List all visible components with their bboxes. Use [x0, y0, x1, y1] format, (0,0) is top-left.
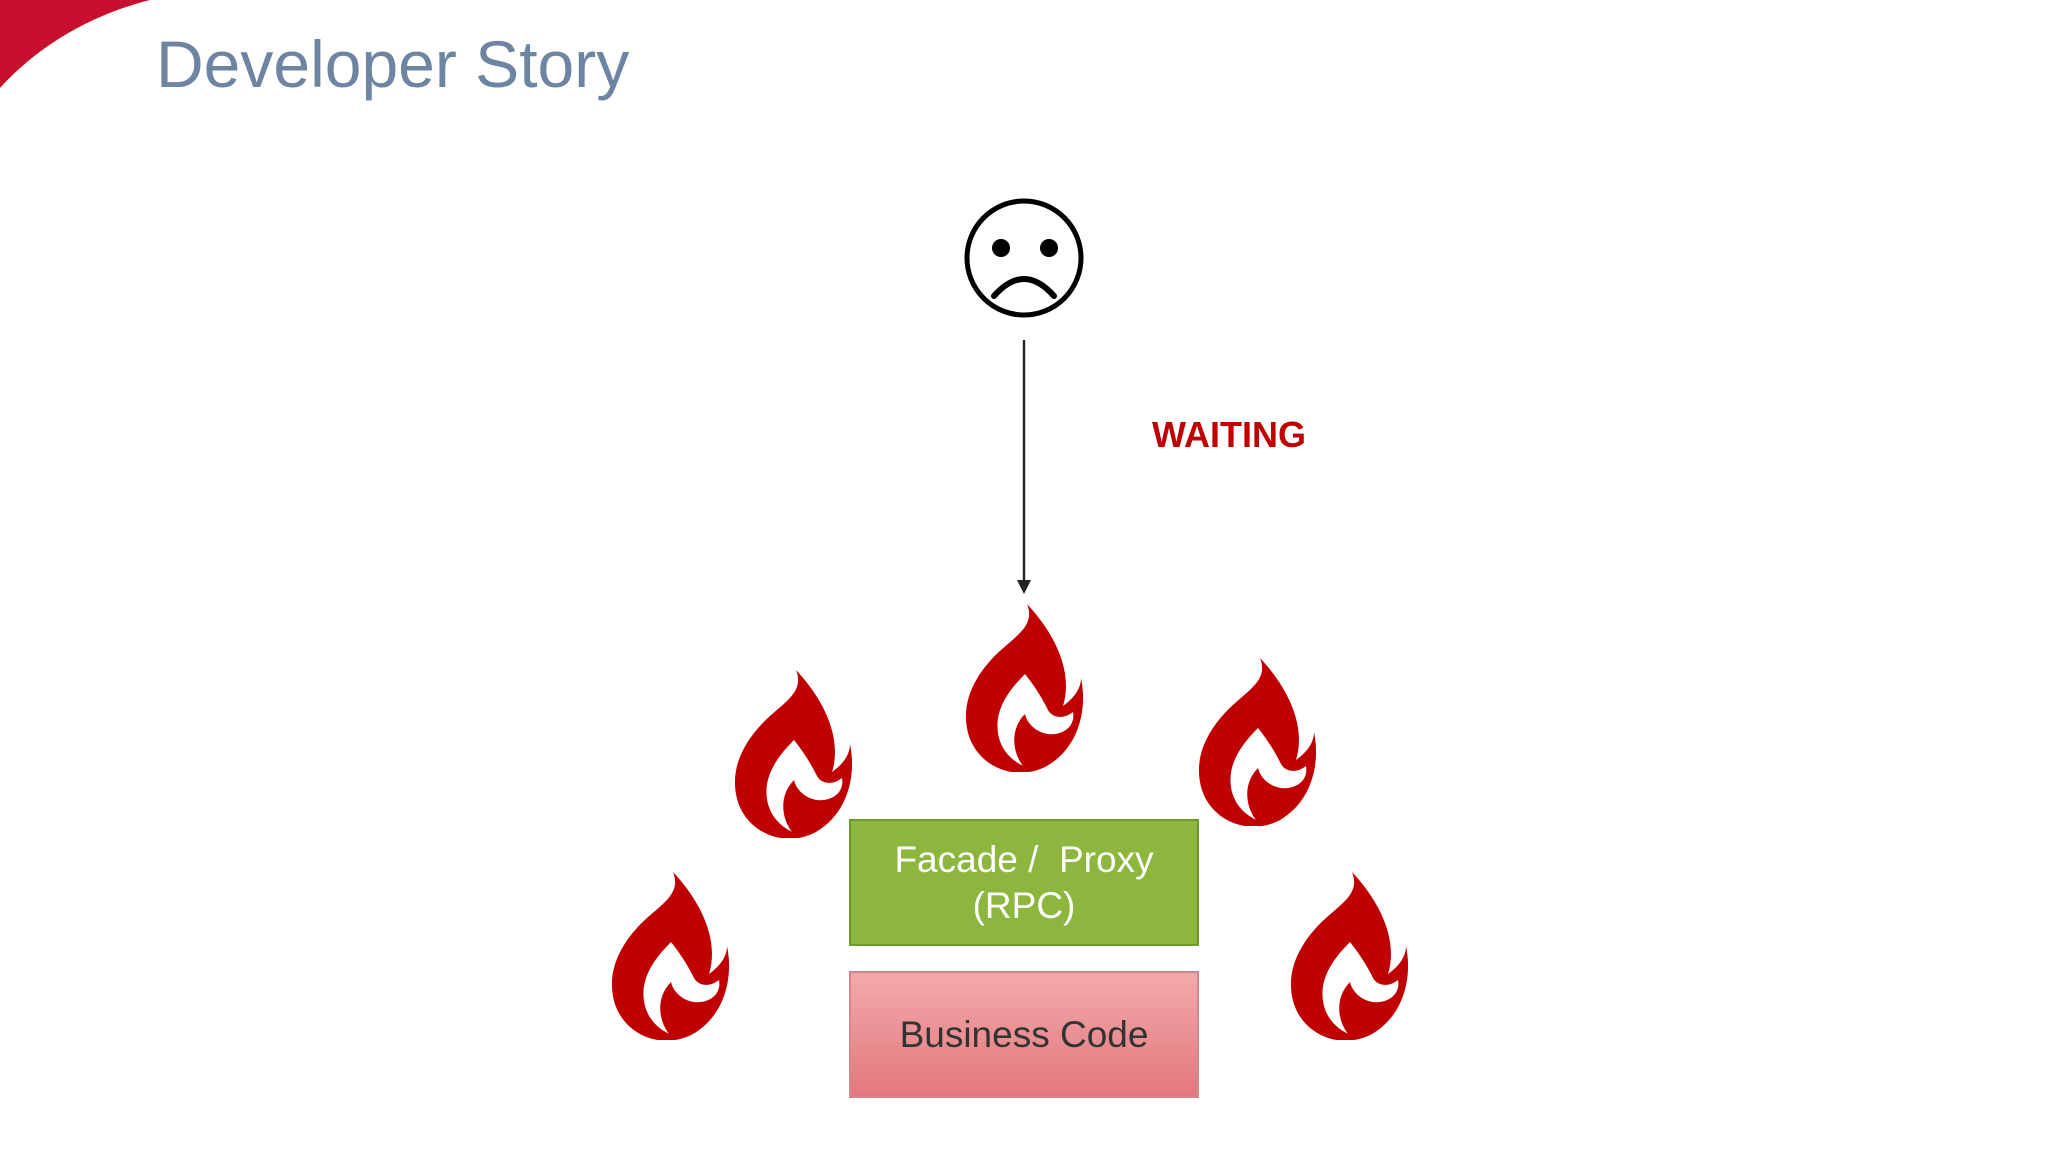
waiting-label: WAITING [1152, 414, 1306, 455]
corner-accent-shape [0, 0, 150, 88]
flame-icon [611, 870, 729, 1040]
facade-proxy-box: Facade / Proxy (RPC) [849, 819, 1199, 946]
sad-face-icon [964, 198, 1084, 318]
facade-box-line1: Facade / Proxy [894, 838, 1154, 880]
facade-box-line2: (RPC) [972, 884, 1076, 926]
business-code-box: Business Code [849, 971, 1199, 1098]
slide-title: Developer Story [156, 27, 630, 101]
flame-icon [1290, 870, 1408, 1040]
request-arrow [1017, 340, 1031, 594]
flame-icon [734, 668, 852, 838]
business-box-label: Business Code [899, 1013, 1149, 1055]
flame-icon [965, 602, 1083, 772]
flame-icon [1198, 656, 1316, 826]
